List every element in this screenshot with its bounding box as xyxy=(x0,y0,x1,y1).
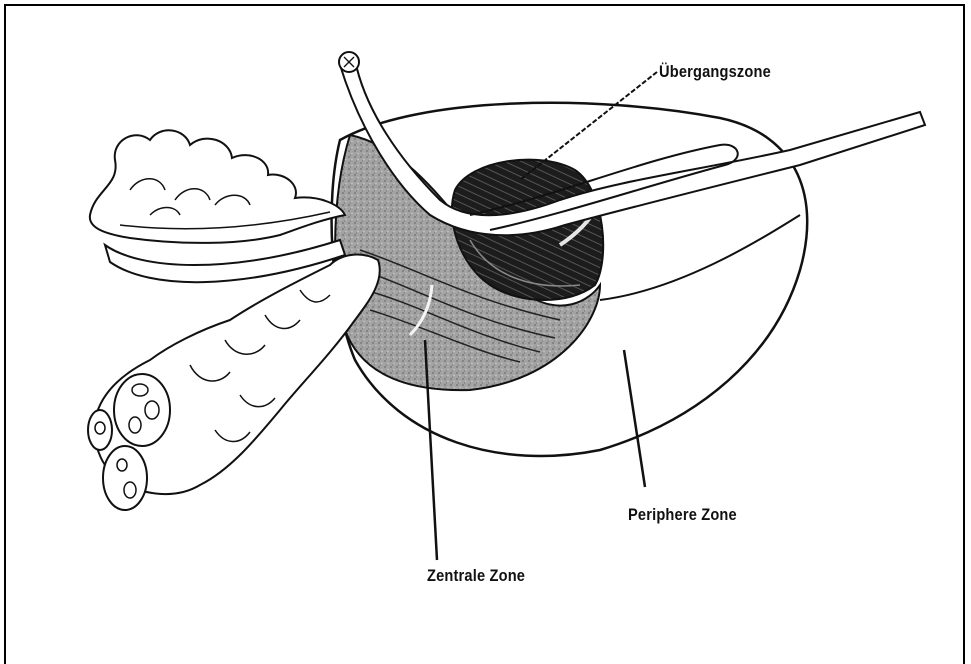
peripheral-zone-label: Periphere Zone xyxy=(628,505,737,525)
central-zone-label: Zentrale Zone xyxy=(427,566,525,586)
transition-zone-label: Übergangszone xyxy=(659,62,771,82)
vas-cross-section-2 xyxy=(103,446,147,510)
prostate-anatomy-diagram xyxy=(0,0,971,650)
vas-cross-section-3 xyxy=(88,410,112,450)
